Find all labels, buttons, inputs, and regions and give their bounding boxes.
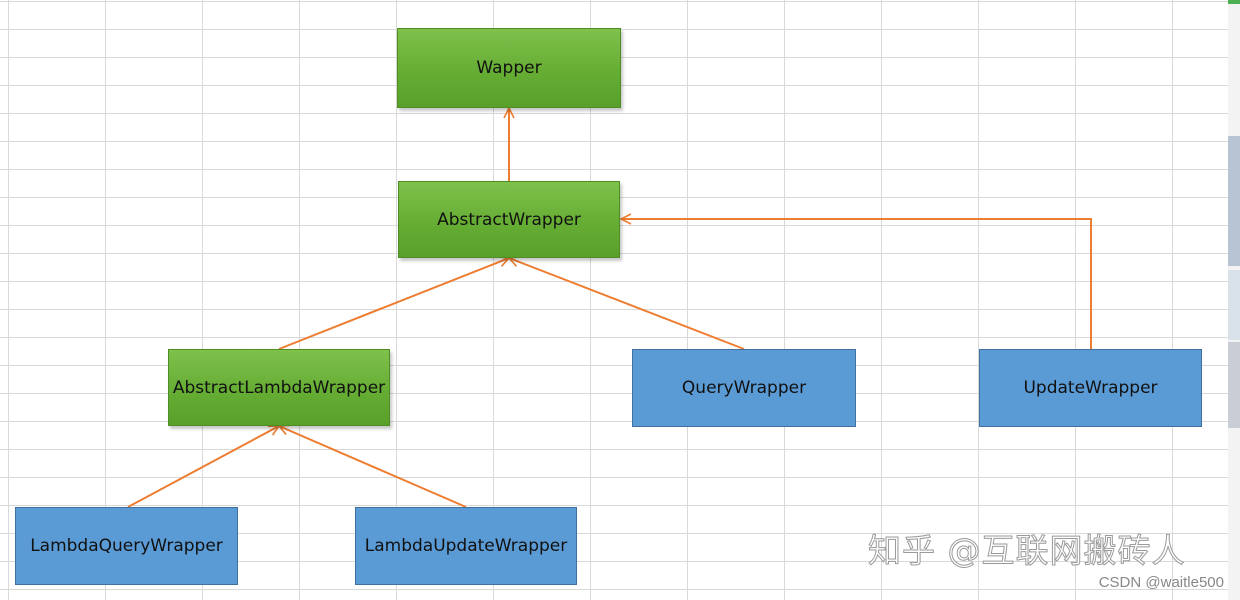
strip-image-block xyxy=(1228,342,1240,428)
node-lambda-update-wrapper: LambdaUpdateWrapper xyxy=(355,507,577,585)
node-query-wrapper: QueryWrapper xyxy=(632,349,856,427)
node-update-wrapper: UpdateWrapper xyxy=(979,349,1202,427)
edge-querywrapper-to-abstractwrapper xyxy=(509,258,745,350)
credit-text: CSDN @waitle500 xyxy=(1098,574,1224,591)
right-edge-strip xyxy=(1228,0,1240,600)
watermark-text: 知乎 @互联网搬砖人 xyxy=(868,531,1186,571)
node-lambda-query-wrapper: LambdaQueryWrapper xyxy=(15,507,238,585)
node-label: UpdateWrapper xyxy=(1023,378,1158,398)
strip-image-block xyxy=(1228,136,1240,266)
strip-image-block xyxy=(1228,270,1240,340)
node-label: QueryWrapper xyxy=(681,378,807,398)
node-abstract-lambda-wrapper: AbstractLambdaWrapper xyxy=(168,349,390,426)
edge-updatewrapper-to-abstractwrapper xyxy=(621,219,1092,349)
node-abstract-wrapper: AbstractWrapper xyxy=(398,181,620,258)
edge-abstractlambdawrapper-to-abstractwrapper xyxy=(278,258,509,350)
edge-lambdaquerywrapper-to-abstractlambdawrapper xyxy=(127,425,279,508)
edge-lambdaupdatewrapper-to-abstractlambdawrapper xyxy=(279,426,467,508)
node-wapper: Wapper xyxy=(397,28,621,108)
node-label: AbstractLambdaWrapper xyxy=(172,377,386,398)
node-label: Wapper xyxy=(476,58,542,78)
node-label: LambdaQueryWrapper xyxy=(30,536,223,556)
node-label: AbstractWrapper xyxy=(437,209,581,230)
strip-accent xyxy=(1228,0,1240,4)
node-label: LambdaUpdateWrapper xyxy=(364,536,568,556)
